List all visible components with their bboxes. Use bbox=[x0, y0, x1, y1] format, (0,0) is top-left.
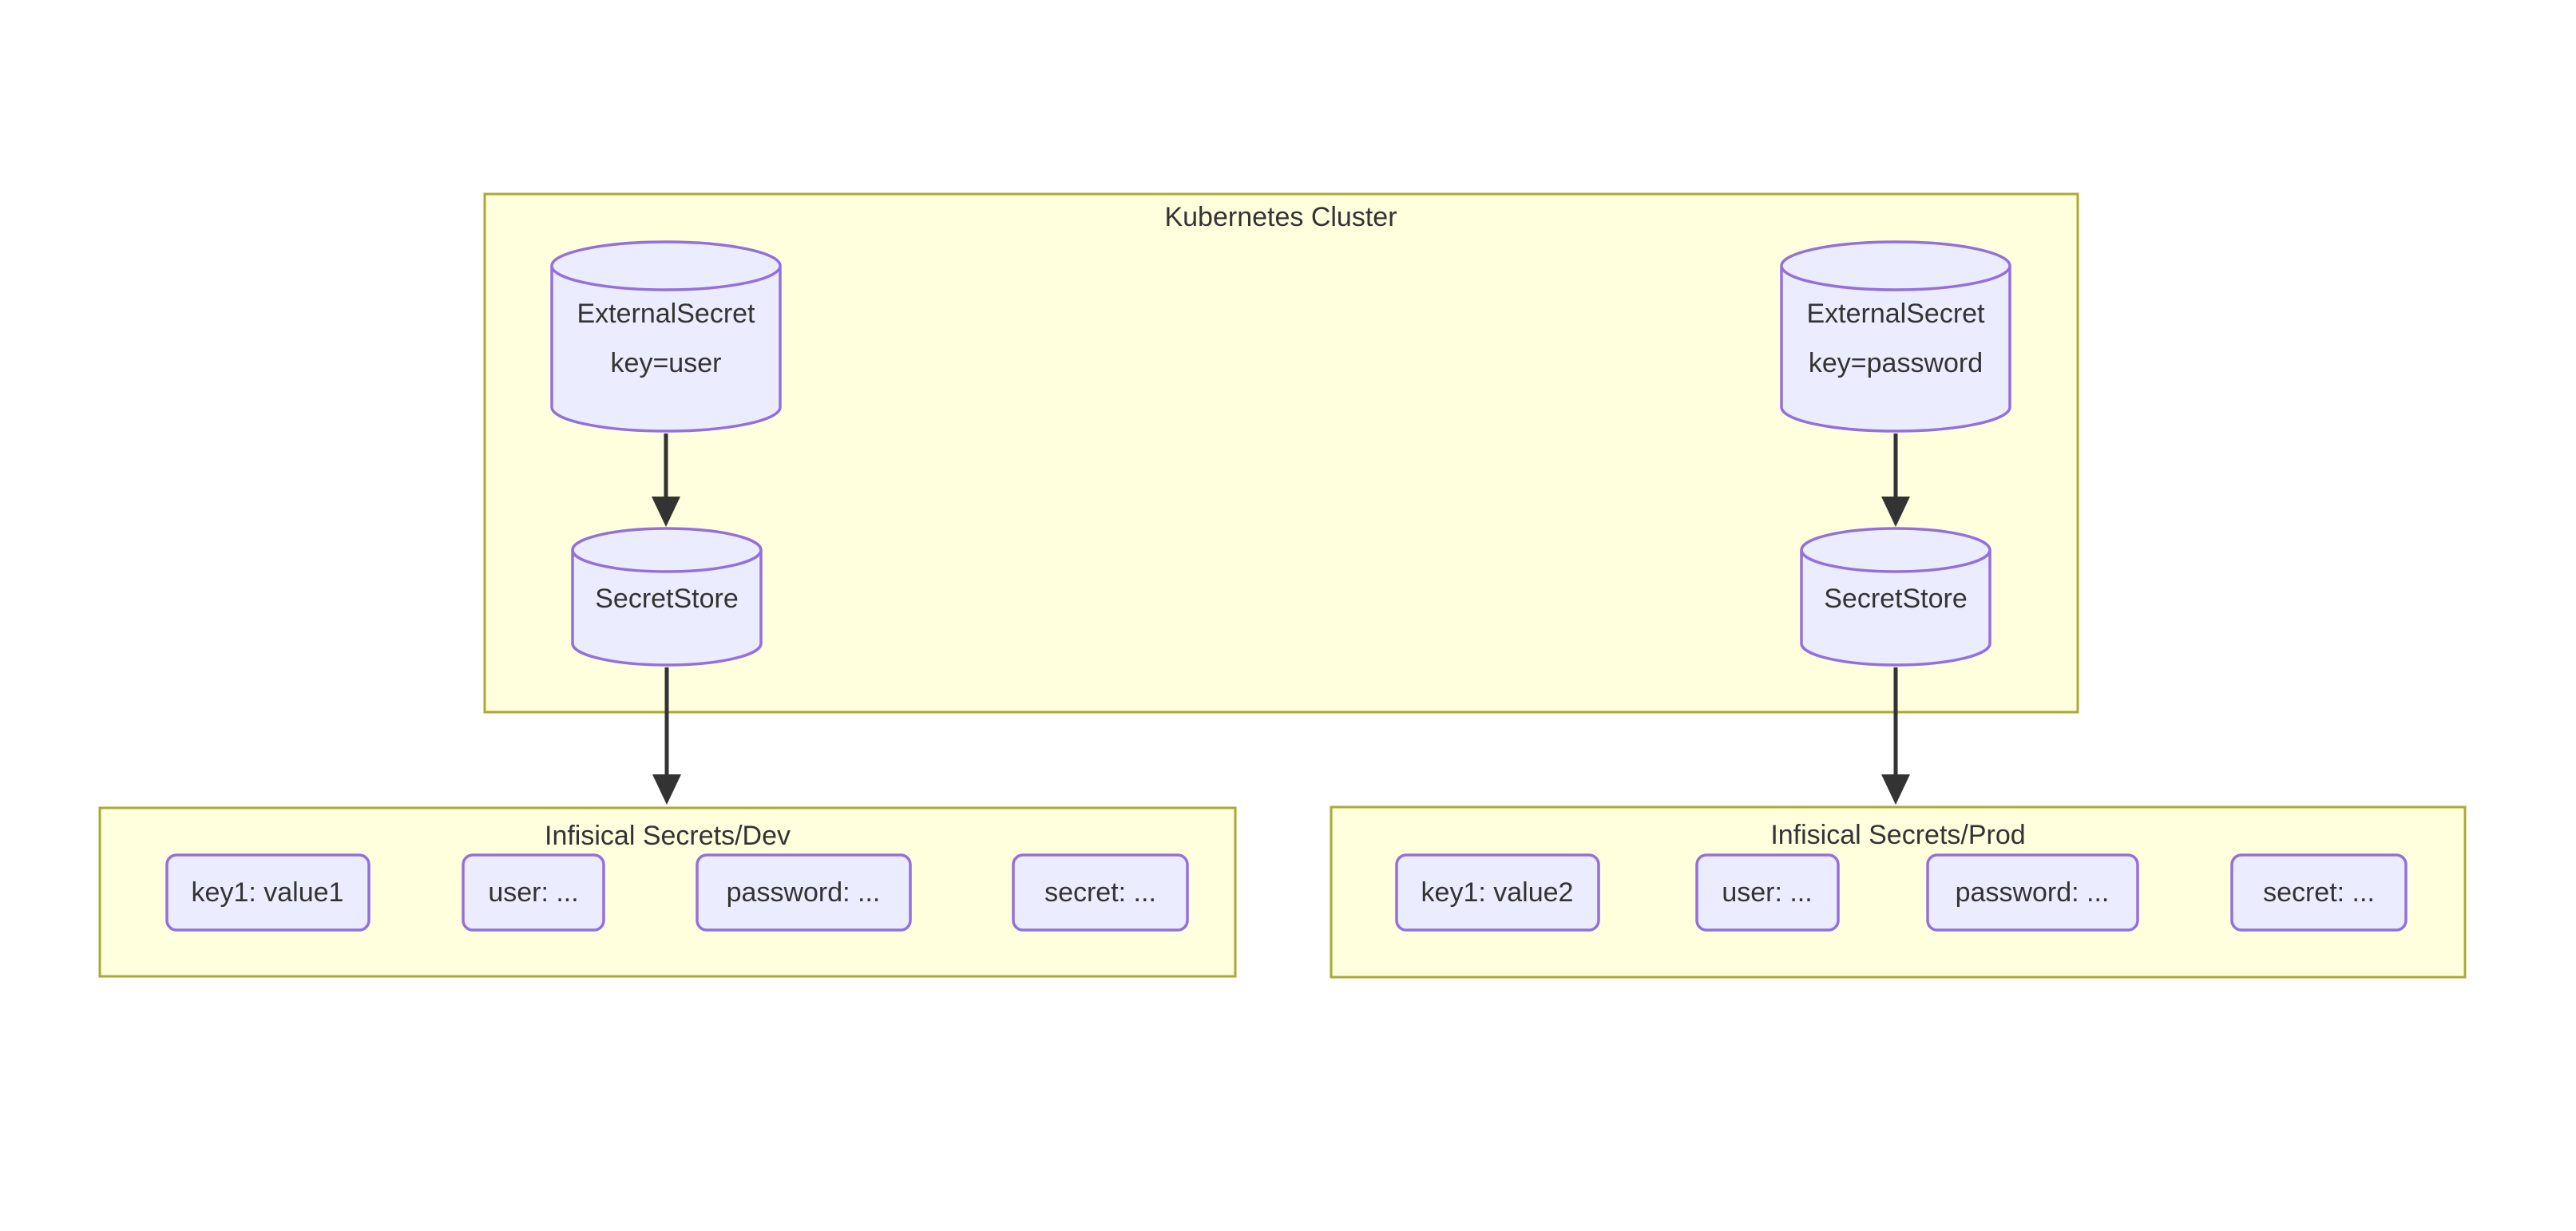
edge-secretstore-to-infisical-prod bbox=[1881, 667, 1910, 805]
secret-item-label: key1: value1 bbox=[192, 877, 344, 908]
secret-item-prod-key1: key1: value2 bbox=[1395, 853, 1600, 932]
arrowhead-icon bbox=[652, 774, 681, 805]
cylinder-body bbox=[550, 266, 782, 433]
cylinder-top bbox=[571, 527, 763, 573]
external-secret-user-node: ExternalSecret key=user bbox=[550, 240, 782, 433]
secret-item-box bbox=[2230, 853, 2408, 932]
secret-item-box bbox=[696, 853, 912, 932]
kubernetes-cluster-group: Kubernetes Cluster ExternalSecret key=us… bbox=[483, 192, 2079, 714]
arrowhead-icon bbox=[652, 497, 680, 527]
secret-item-label: user: ... bbox=[1722, 877, 1812, 908]
secret-item-dev-secret: secret: ... bbox=[1012, 853, 1189, 932]
cylinder-body bbox=[1800, 550, 1991, 667]
secret-item-label: secret: ... bbox=[1044, 877, 1156, 908]
secret-item-prod-password: password: ... bbox=[1926, 853, 2139, 932]
cylinder-body bbox=[1780, 266, 2011, 433]
secret-item-label: secret: ... bbox=[2263, 877, 2375, 908]
arrowhead-icon bbox=[1881, 774, 1910, 805]
kubernetes-cluster-title: Kubernetes Cluster bbox=[1164, 202, 1397, 232]
edge-externalsecret-user-to-secretstore bbox=[652, 433, 680, 527]
external-secret-password-label-line2: key=password bbox=[1809, 348, 1983, 378]
secret-item-prod-secret: secret: ... bbox=[2230, 853, 2408, 932]
cylinder-body bbox=[571, 550, 763, 667]
secret-item-box bbox=[1012, 853, 1189, 932]
external-secret-password-node: ExternalSecret key=password bbox=[1780, 240, 2011, 433]
external-secret-password-label-line1: ExternalSecret bbox=[1807, 299, 1986, 329]
secret-item-box bbox=[1695, 853, 1840, 932]
infisical-prod-title: Infisical Secrets/Prod bbox=[1770, 820, 2025, 850]
secret-item-label: user: ... bbox=[488, 877, 578, 908]
secret-item-box bbox=[165, 853, 371, 932]
secret-store-prod-label: SecretStore bbox=[1824, 584, 1968, 614]
edge-externalsecret-password-to-secretstore bbox=[1881, 433, 1910, 527]
secret-item-box bbox=[1395, 853, 1600, 932]
secret-item-label: key1: value2 bbox=[1421, 877, 1574, 908]
secret-item-label: password: ... bbox=[1956, 877, 2110, 908]
secret-store-dev-label: SecretStore bbox=[595, 584, 739, 614]
cylinder-top bbox=[1780, 240, 2011, 291]
secret-store-dev-node: SecretStore bbox=[571, 527, 763, 667]
secret-item-dev-password: password: ... bbox=[696, 853, 912, 932]
secret-store-prod-node: SecretStore bbox=[1800, 527, 1991, 667]
secret-item-box bbox=[1926, 853, 2139, 932]
arrowhead-icon bbox=[1881, 497, 1910, 527]
external-secret-user-label-line2: key=user bbox=[611, 348, 722, 378]
secret-item-box bbox=[462, 853, 605, 932]
infisical-dev-group: Infisical Secrets/Dev key1: value1 user:… bbox=[98, 806, 1237, 978]
cylinder-top bbox=[550, 240, 782, 291]
edge-secretstore-to-infisical-dev bbox=[652, 667, 681, 805]
secret-item-dev-user: user: ... bbox=[462, 853, 605, 932]
cylinder-top bbox=[1800, 527, 1991, 573]
secret-item-prod-user: user: ... bbox=[1695, 853, 1840, 932]
external-secret-user-label-line1: ExternalSecret bbox=[577, 299, 756, 329]
secret-item-dev-key1: key1: value1 bbox=[165, 853, 371, 932]
infisical-dev-title: Infisical Secrets/Dev bbox=[545, 821, 791, 851]
infisical-prod-group: Infisical Secrets/Prod key1: value2 user… bbox=[1330, 805, 2467, 979]
secret-item-label: password: ... bbox=[727, 877, 881, 908]
